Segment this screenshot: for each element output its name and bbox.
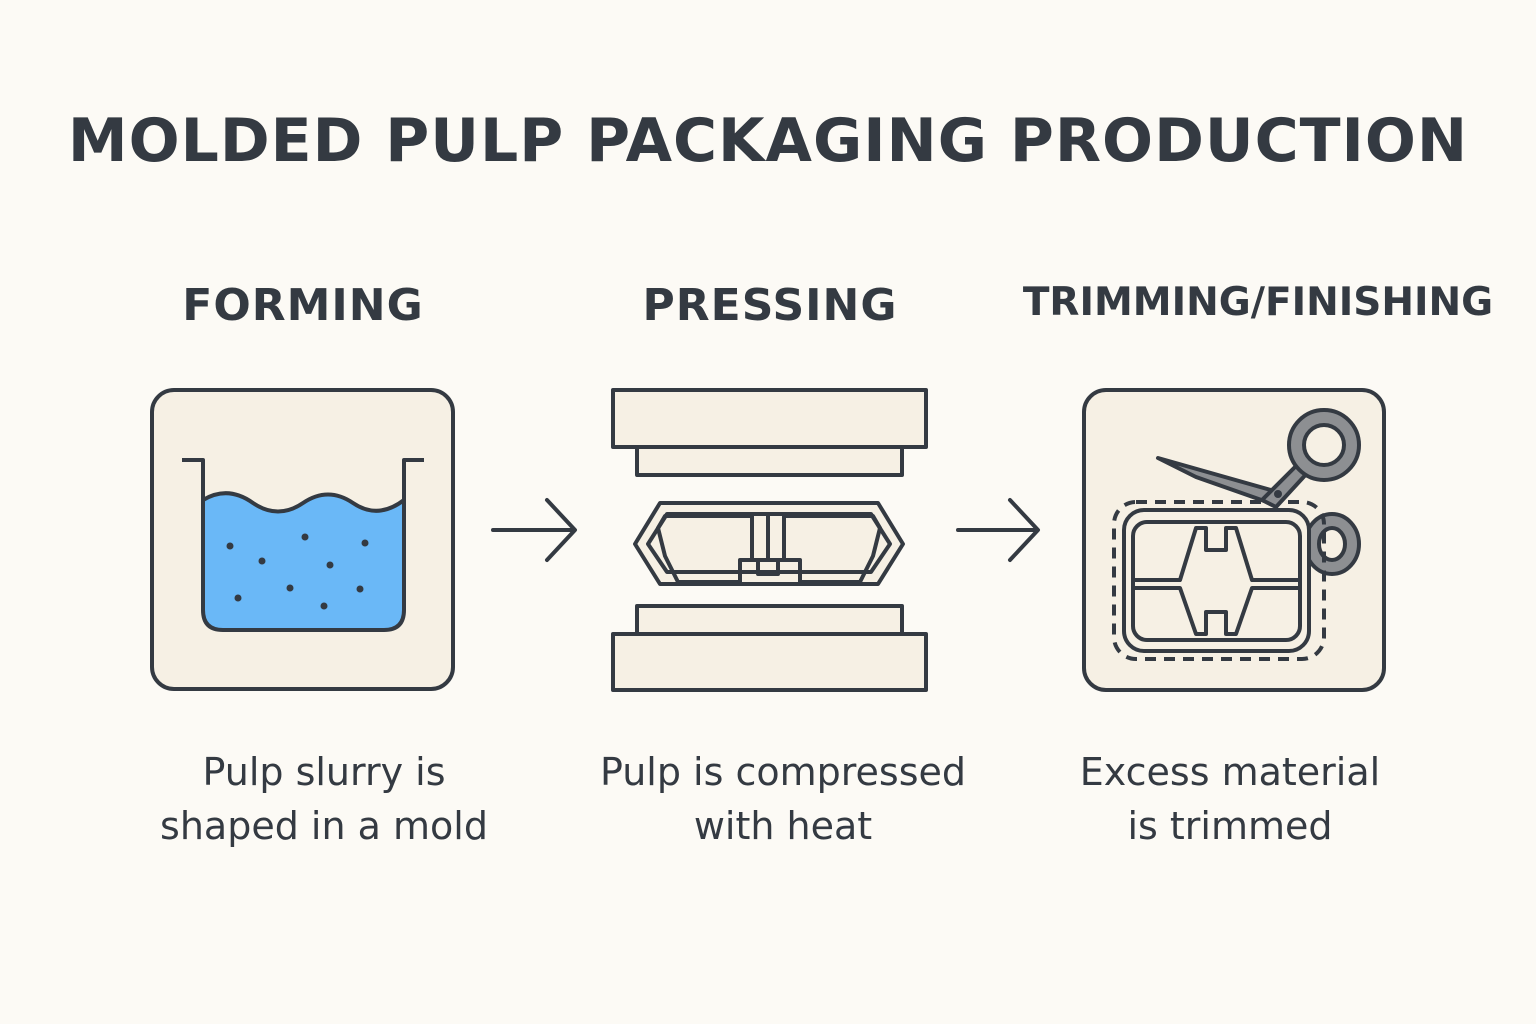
upper-mold bbox=[635, 445, 904, 477]
step-description-trimming: Excess material is trimmed bbox=[1030, 745, 1430, 853]
lower-mold bbox=[635, 604, 904, 636]
arrow-right-icon bbox=[491, 498, 577, 562]
step-label-forming: FORMING bbox=[182, 280, 424, 331]
arrow-right-icon bbox=[956, 498, 1040, 562]
pulp-vat-icon bbox=[150, 388, 455, 691]
step-label-pressing: PRESSING bbox=[642, 280, 898, 331]
slurry-surface bbox=[201, 491, 406, 514]
description-line: Pulp is compressed bbox=[599, 750, 967, 794]
step-description-pressing: Pulp is compressed with heat bbox=[568, 745, 998, 853]
pulp-tray bbox=[633, 501, 905, 586]
description-line: is trimmed bbox=[1127, 804, 1333, 848]
step-label-trimming: TRIMMING/FINISHING bbox=[1022, 280, 1494, 325]
press-icon bbox=[611, 388, 928, 692]
vat-outline bbox=[182, 458, 424, 632]
pulp-fibers bbox=[226, 533, 369, 610]
upper-platen bbox=[611, 388, 928, 449]
scissors-trim-icon bbox=[1082, 388, 1386, 692]
description-line: Pulp slurry is bbox=[202, 750, 446, 794]
description-line: with heat bbox=[693, 804, 873, 848]
diagram-title: MOLDED PULP PACKAGING PRODUCTION bbox=[67, 106, 1469, 176]
slurry-fill bbox=[203, 493, 404, 630]
lower-platen bbox=[611, 632, 928, 692]
step-description-forming: Pulp slurry is shaped in a mold bbox=[124, 745, 524, 853]
description-line: shaped in a mold bbox=[160, 804, 488, 848]
description-line: Excess material bbox=[1079, 750, 1381, 794]
